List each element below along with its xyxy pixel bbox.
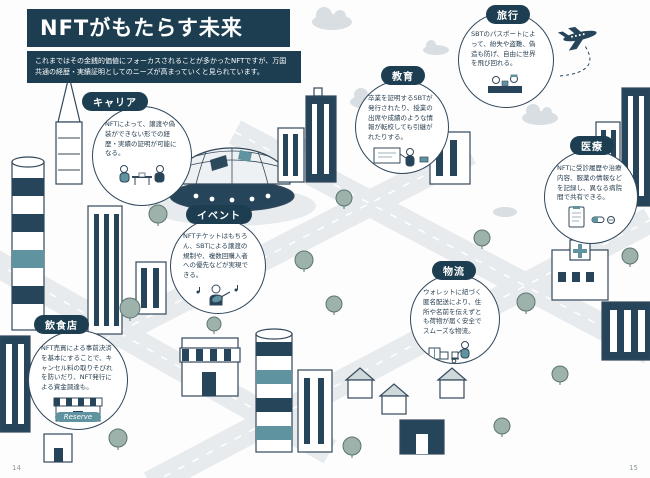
building-bottom-center	[297, 369, 333, 453]
callout-logistics-text: ウォレットに紐づく匿名配送により、住所や名前を伝えずとも荷物が届く安全でスムーズ…	[423, 288, 482, 335]
callout-travel: 旅行 SBTのパスポートによって、紛失や盗難、偽造も防げ、自由に世界を飛び回れる…	[458, 5, 554, 108]
building-dark-left	[0, 335, 31, 433]
restaurant-storefront-illustration	[53, 397, 103, 422]
callout-education: 教育 卒業を証明するSBTが発行されたり、授業の出席や成績のような情報が転校して…	[355, 66, 449, 174]
callout-restaurant-bubble: NFT売買による事前決済を基本にすることで、キャンセル料の取りそびれを防いだり、…	[28, 330, 128, 430]
callout-event-bubble: NFTチケットはもちろん、SBTによる譲渡の規制や、複数回購入者への優先などが実…	[170, 218, 266, 314]
page-title: NFTがもたらす未来	[27, 9, 290, 47]
callout-medical-bubble: NFTに受診履歴や治療内容、服薬の情報などを記録し、異なる病院間で共有できる。	[544, 150, 638, 244]
house-bottom-left	[43, 433, 73, 463]
tower-center-dark	[305, 87, 337, 183]
page-subtitle: これまではその金銭的価値にフォーカスされることが多かったNFTですが、万国共通の…	[27, 51, 301, 84]
reserve-sign: Reserve	[54, 411, 102, 422]
callout-career-text: NFTによって、譲渡や偽装ができない形での経歴・実績の証明が可能になる。	[105, 120, 177, 158]
airplane-icon	[557, 26, 597, 51]
logistics-delivery-illustration	[428, 340, 470, 363]
travel-counter-illustration	[488, 74, 522, 93]
callout-education-text: 卒業を証明するSBTが発行されたり、授業の出席や成績のような情報が転校しても引継…	[368, 94, 433, 141]
career-interview-illustration	[119, 165, 165, 185]
callout-career-label: キャリア	[82, 92, 148, 111]
callout-event-text: NFTチケットはもちろん、SBTによる譲渡の規制や、複数回購入者への優先などが実…	[183, 232, 248, 279]
tower-left-white	[87, 205, 123, 335]
callout-career-bubble: NFTによって、譲渡や偽装ができない形での経歴・実績の証明が可能になる。	[92, 106, 192, 206]
callout-restaurant: 飲食店 NFT売買による事前決済を基本にすることで、キャンセル料の取りそびれを防…	[28, 315, 128, 430]
callout-logistics: 物流 ウォレットに紐づく匿名配送により、住所や名前を伝えずとも荷物が届く安全でス…	[410, 261, 500, 364]
tower-center-white	[277, 127, 305, 183]
callout-medical-text: NFTに受診履歴や治療内容、服薬の情報などを記録し、異なる病院間で共有できる。	[557, 164, 622, 202]
awning-shop	[179, 337, 241, 397]
hospital-cross-icon	[573, 244, 587, 258]
stadium-dome	[169, 147, 295, 212]
callout-logistics-label: 物流	[432, 261, 476, 280]
medical-record-illustration	[568, 206, 615, 228]
callout-medical-label: 医療	[570, 136, 614, 155]
page-number-left: 14	[12, 464, 21, 472]
callout-career: キャリア NFTによって、譲渡や偽装ができない形での経歴・実績の証明が可能になる…	[82, 92, 192, 206]
banded-tower-left	[11, 156, 45, 331]
callout-education-bubble: 卒業を証明するSBTが発行されたり、授業の出席や成績のような情報が転校しても引継…	[355, 80, 449, 174]
event-musician-illustration	[196, 284, 238, 306]
callout-travel-label: 旅行	[486, 5, 530, 24]
spire-tower	[55, 58, 83, 185]
banded-tower-bottom	[255, 328, 293, 453]
callout-restaurant-label: 飲食店	[34, 315, 89, 334]
callout-restaurant-text: NFT売買による事前決済を基本にすることで、キャンセル料の取りそびれを防いだり、…	[41, 344, 113, 391]
callout-medical: 医療 NFTに受診履歴や治療内容、服薬の情報などを記録し、異なる病院間で共有でき…	[544, 136, 638, 244]
callout-event: イベント NFTチケットはもちろん、SBTによる譲渡の規制や、複数回購入者への優…	[170, 205, 266, 314]
page-number-right: 15	[629, 464, 638, 472]
callout-travel-text: SBTのパスポートによって、紛失や盗難、偽造も防げ、自由に世界を飛び回れる。	[471, 30, 536, 68]
flight-path	[559, 45, 591, 77]
education-classroom-illustration	[373, 147, 429, 167]
trees	[108, 189, 639, 458]
callout-travel-bubble: SBTのパスポートによって、紛失や盗難、偽造も防げ、自由に世界を飛び回れる。	[458, 12, 554, 108]
building-right-bottom-dark	[601, 301, 650, 361]
callout-event-label: イベント	[186, 205, 252, 224]
houses-bottom-right	[344, 367, 468, 455]
building-mid-left	[135, 261, 167, 315]
callout-logistics-bubble: ウォレットに紐づく匿名配送により、住所や名前を伝えずとも荷物が届く安全でスムーズ…	[410, 274, 500, 364]
callout-education-label: 教育	[381, 66, 425, 85]
